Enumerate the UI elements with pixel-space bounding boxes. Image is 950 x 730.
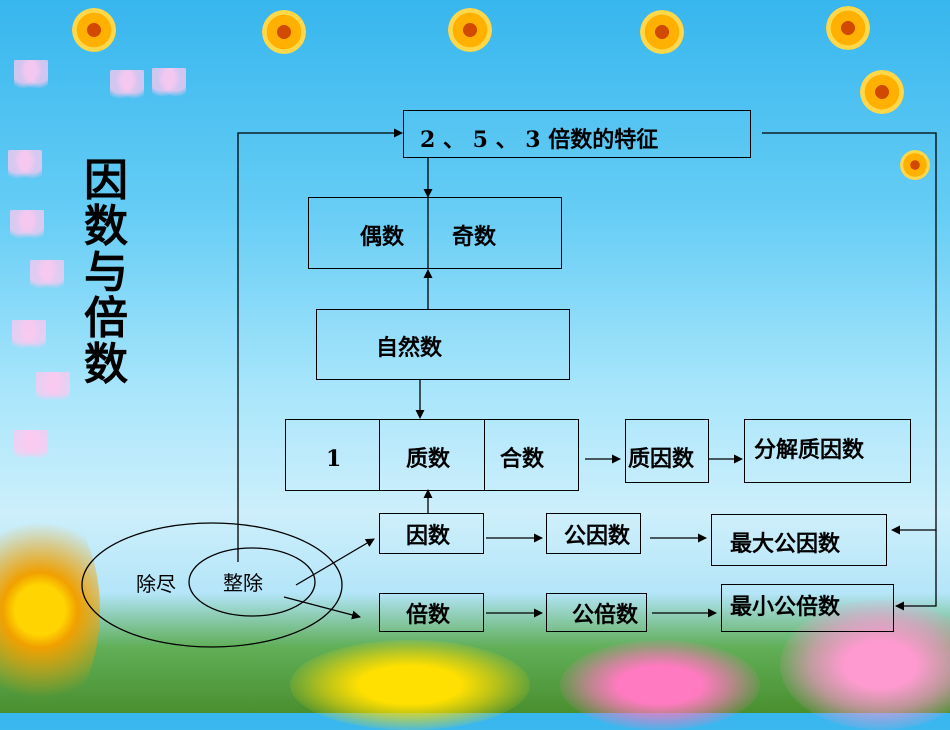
prime-label: 质数 xyxy=(406,446,451,472)
gcf-box xyxy=(711,514,887,566)
odd-label: 奇数 xyxy=(452,224,497,250)
even-label: 偶数 xyxy=(360,224,405,250)
link-features-to-lcm xyxy=(895,530,937,611)
composite-label: 合数 xyxy=(500,446,545,472)
title-char: 倍 xyxy=(84,293,128,344)
divisibility-inner-ellipse xyxy=(188,547,316,617)
divisible-exact-label: 除尽 xyxy=(136,572,176,596)
prime-cell xyxy=(379,419,485,491)
multiple-box xyxy=(379,593,484,632)
flower-decoration xyxy=(262,10,306,54)
flower-decoration xyxy=(860,70,904,114)
one-label: 1 xyxy=(326,446,342,472)
page-title: 因 数 与 倍 数 xyxy=(80,158,132,388)
common-factor-box xyxy=(546,513,641,554)
prime-factor-box xyxy=(625,419,709,483)
factor-box xyxy=(379,513,484,554)
divisibility-outer-ellipse xyxy=(81,522,343,648)
heart-decoration xyxy=(110,70,144,100)
common-multiple-label: 公倍数 xyxy=(572,602,639,628)
flower-decoration xyxy=(72,8,116,52)
number-classes-box xyxy=(285,419,579,491)
common-factor-label: 公因数 xyxy=(564,523,631,549)
title-char: 数 xyxy=(84,339,128,390)
arrow-divisible-to-multiple xyxy=(283,596,361,620)
factor-label: 因数 xyxy=(406,523,451,549)
natural-label: 自然数 xyxy=(376,335,443,361)
heart-decoration xyxy=(10,210,44,240)
flower-decoration xyxy=(448,8,492,52)
features-box xyxy=(403,110,751,158)
lcm-label: 最小公倍数 xyxy=(730,594,841,620)
gcf-label: 最大公因数 xyxy=(730,531,841,557)
flower-decoration xyxy=(900,150,930,180)
arrow-divisible-to-factor xyxy=(295,538,375,586)
lcm-box xyxy=(721,584,894,632)
link-divisible-to-features xyxy=(237,128,403,562)
title-char: 因 xyxy=(84,155,128,206)
heart-decoration xyxy=(152,68,186,98)
divisible-label: 整除 xyxy=(223,571,263,595)
natural-box xyxy=(316,309,570,380)
flowerbed-decoration xyxy=(780,600,950,730)
heart-decoration xyxy=(14,430,48,460)
heart-decoration xyxy=(14,60,48,90)
factorize-box xyxy=(744,419,911,483)
features-label: 2 、 5 、 3 倍数的特征 xyxy=(420,127,659,153)
title-char: 与 xyxy=(84,247,128,298)
factorize-label: 分解质因数 xyxy=(754,437,865,463)
flowerbed-decoration xyxy=(0,500,100,720)
title-char: 数 xyxy=(84,201,128,252)
connector-lines xyxy=(81,128,937,648)
common-multiple-box xyxy=(546,593,647,632)
heart-decoration xyxy=(36,372,70,402)
link-features-to-gcf xyxy=(762,132,937,535)
prime-factor-label: 质因数 xyxy=(628,446,695,472)
heart-decoration xyxy=(12,320,46,350)
flower-decoration xyxy=(826,6,870,50)
flower-decoration xyxy=(640,10,684,54)
heart-decoration xyxy=(8,150,42,180)
heart-decoration xyxy=(30,260,64,290)
parity-box xyxy=(308,197,562,269)
multiple-label: 倍数 xyxy=(406,602,451,628)
